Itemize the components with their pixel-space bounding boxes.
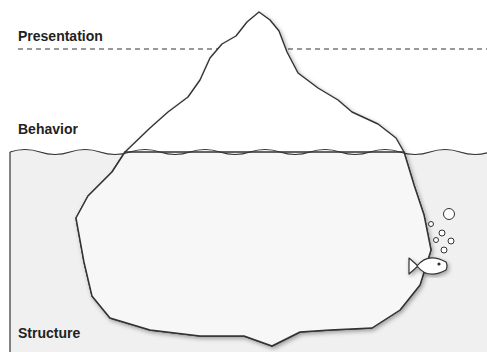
iceberg xyxy=(76,12,431,346)
water-edge xyxy=(9,152,10,352)
layer-label: Presentation xyxy=(18,28,103,44)
water xyxy=(10,150,487,352)
bubbles xyxy=(429,209,455,254)
layer-label: Behavior xyxy=(18,121,78,137)
fish xyxy=(409,258,447,274)
layer-label: Structure xyxy=(18,325,80,341)
iceberg-underwater xyxy=(76,152,431,346)
water-line xyxy=(10,150,487,155)
